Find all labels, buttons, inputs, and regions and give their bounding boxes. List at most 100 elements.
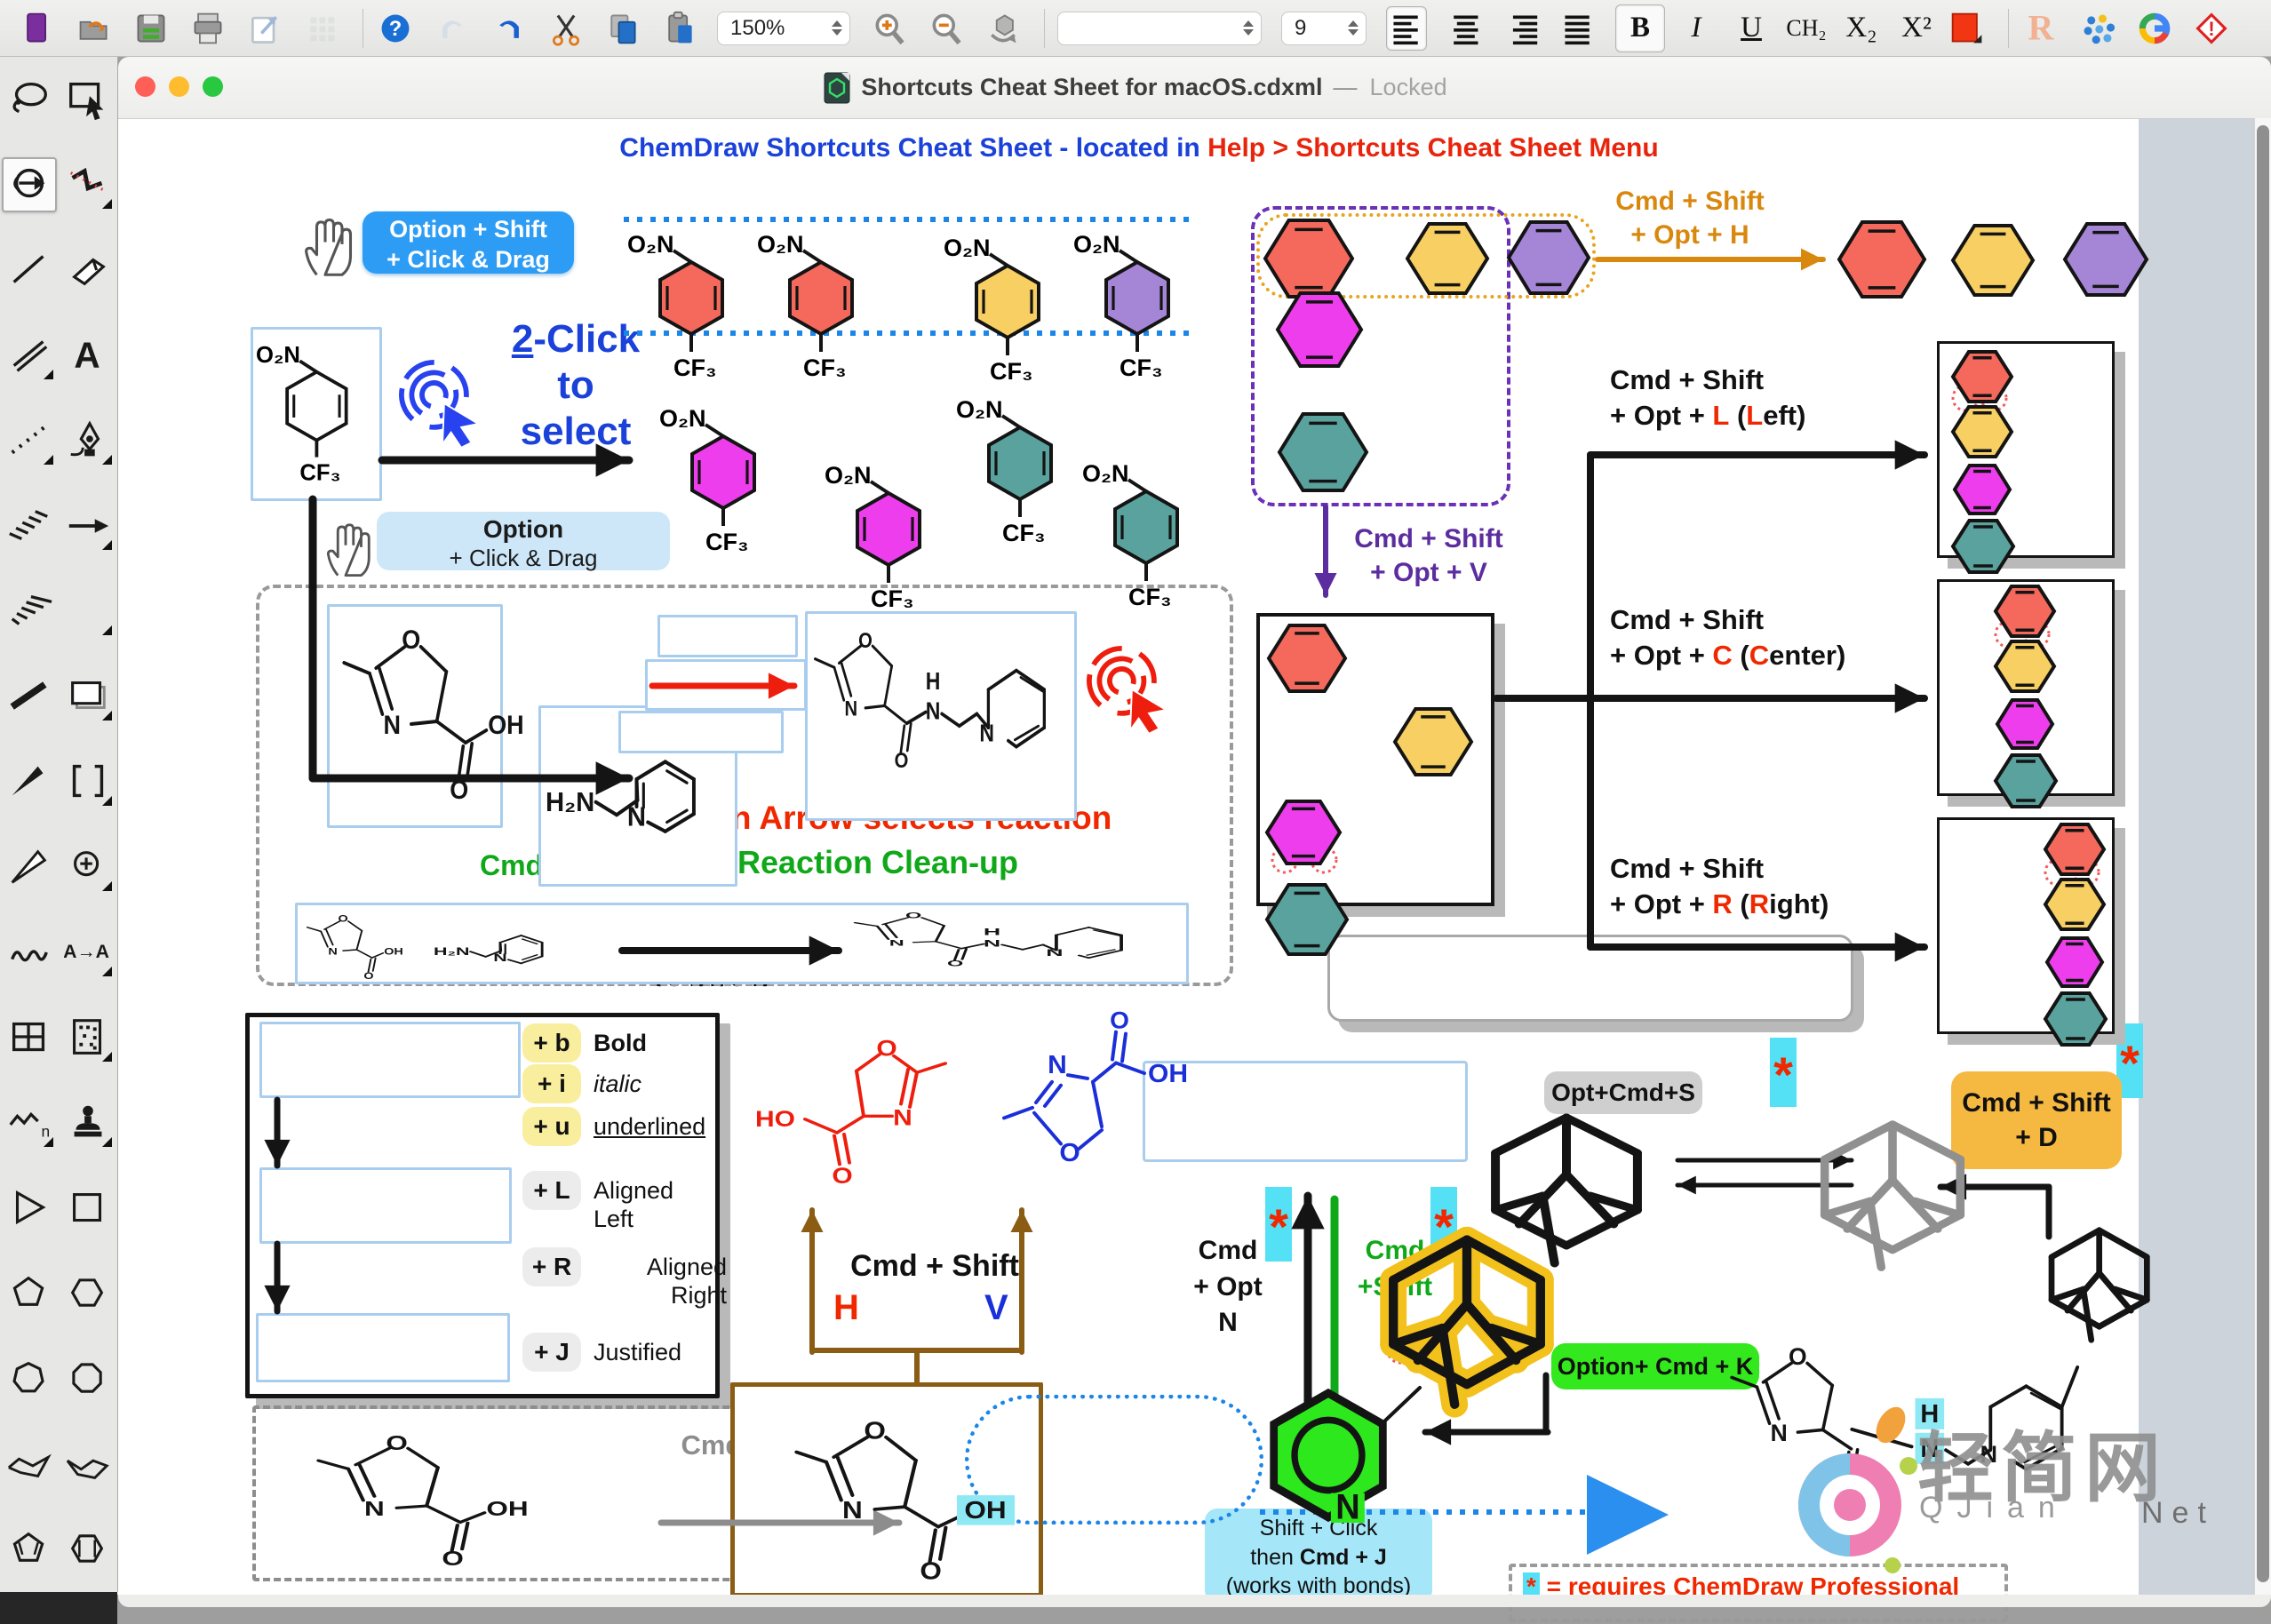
- tool-hexagon-icon[interactable]: [62, 1268, 114, 1319]
- tool-lasso-select-icon[interactable]: [2, 157, 57, 212]
- tool-stamp-icon[interactable]: [62, 1097, 114, 1149]
- molecule-pyrgreen[interactable]: N: [1270, 1388, 1387, 1527]
- cut-icon[interactable]: [546, 7, 586, 50]
- tool-orbital-icon[interactable]: [62, 585, 114, 637]
- undo-icon[interactable]: [433, 7, 472, 50]
- formula-button[interactable]: CH₂: [1786, 14, 1827, 41]
- benzene-hexagon[interactable]: [1837, 220, 1927, 299]
- frame-box[interactable]: [256, 1313, 510, 1382]
- frame-box[interactable]: [1251, 206, 1510, 506]
- zoom-in-icon[interactable]: [870, 7, 909, 50]
- frame-box[interactable]: [1256, 213, 1596, 299]
- align-right-icon[interactable]: [1502, 7, 1541, 50]
- tool-heptagon-icon[interactable]: [4, 1353, 55, 1405]
- new-document-icon[interactable]: [18, 7, 57, 50]
- tool-cyclopentadiene-icon[interactable]: [4, 1524, 55, 1575]
- tool-text-icon[interactable]: A: [62, 330, 114, 381]
- frame-box[interactable]: [251, 327, 382, 501]
- tool-bond-wedge-icon[interactable]: [4, 756, 55, 808]
- export-icon[interactable]: [245, 7, 284, 50]
- molecule-adam[interactable]: [1820, 1120, 1965, 1271]
- subscript-button[interactable]: X₂: [1845, 12, 1877, 44]
- molecule-adam[interactable]: [1491, 1113, 1642, 1268]
- tool-bond-single-icon[interactable]: [4, 244, 55, 296]
- tool-marquee-icon[interactable]: [62, 74, 114, 125]
- tool-bond-hollow-wedge-icon[interactable]: [4, 841, 55, 893]
- frame-box[interactable]: [1327, 935, 1853, 1022]
- tool-triangle-icon[interactable]: [4, 1182, 55, 1234]
- benzene-hexagon[interactable]: [2062, 222, 2149, 297]
- frame-box[interactable]: [327, 604, 503, 828]
- stepper-icon[interactable]: [832, 20, 842, 36]
- vertical-scrollbar[interactable]: [2254, 118, 2271, 1595]
- frame-box[interactable]: [1937, 579, 2115, 796]
- font-family-field[interactable]: [1057, 11, 1262, 45]
- tool-bond-double-icon[interactable]: [4, 330, 55, 381]
- tool-square-icon[interactable]: [62, 1182, 114, 1234]
- minimize-button[interactable]: [169, 76, 189, 97]
- frame-box[interactable]: [965, 1395, 1263, 1524]
- stepper-icon[interactable]: [1243, 20, 1254, 36]
- tool-bond-squiggle-icon[interactable]: [4, 927, 55, 978]
- tool-atom-replace-icon[interactable]: A→A: [62, 927, 114, 978]
- tool-chair-left-icon[interactable]: [4, 1438, 55, 1490]
- benzene-hexagon[interactable]: [1950, 224, 2036, 297]
- frame-box[interactable]: [259, 1167, 512, 1244]
- tool-octagon-icon[interactable]: [62, 1353, 114, 1405]
- frame-box[interactable]: [618, 711, 784, 753]
- option-shift-drag-label[interactable]: Option + Shift+ Click & Drag: [363, 211, 574, 274]
- zoom-out-icon[interactable]: [927, 7, 966, 50]
- option-drag-label[interactable]: Option+ Click & Drag: [377, 512, 670, 571]
- tool-bracket-icon[interactable]: [62, 756, 114, 808]
- tool-bond-dashed-icon[interactable]: [4, 415, 55, 466]
- frame-box[interactable]: [805, 611, 1077, 821]
- tool-rectangle-icon[interactable]: [62, 671, 114, 722]
- rotate-3d-icon[interactable]: [984, 7, 1023, 50]
- bold-button[interactable]: B: [1615, 4, 1665, 52]
- tool-eraser-icon[interactable]: [62, 244, 114, 296]
- close-button[interactable]: [135, 76, 155, 97]
- align-center-icon[interactable]: [1445, 7, 1484, 50]
- frame-box[interactable]: [245, 1013, 720, 1398]
- superscript-button[interactable]: X²: [1901, 12, 1932, 44]
- warning-icon[interactable]: !: [2192, 7, 2231, 50]
- tool-charge-plus-icon[interactable]: [62, 841, 114, 893]
- frame-box[interactable]: [1509, 1564, 2008, 1622]
- tool-bond-cleave-icon[interactable]: [62, 159, 114, 211]
- copy-icon[interactable]: [603, 7, 642, 50]
- align-left-icon[interactable]: [1386, 5, 1427, 51]
- zoom-window-button[interactable]: [203, 76, 223, 97]
- tool-template-icon[interactable]: [62, 1012, 114, 1063]
- grid-disabled-icon[interactable]: [302, 7, 341, 50]
- frame-box[interactable]: [295, 903, 1189, 984]
- paste-icon[interactable]: [660, 7, 699, 50]
- tool-bond-hash-wedge-icon[interactable]: [4, 585, 55, 637]
- open-folder-icon[interactable]: [75, 7, 114, 50]
- tool-arrow-icon[interactable]: [62, 500, 114, 552]
- help-icon[interactable]: ?: [376, 7, 415, 50]
- italic-button[interactable]: I: [1691, 12, 1701, 44]
- color-dots-icon[interactable]: [2078, 7, 2117, 50]
- zoom-level-field[interactable]: 150%: [717, 11, 850, 45]
- frame-box[interactable]: [1143, 1061, 1468, 1162]
- tool-bond-bold-icon[interactable]: [4, 671, 55, 722]
- tool-pen-icon[interactable]: [62, 415, 114, 466]
- save-icon[interactable]: [131, 7, 171, 50]
- frame-box[interactable]: [1937, 817, 2115, 1034]
- google-icon[interactable]: [2135, 7, 2174, 50]
- frame-box[interactable]: [1937, 341, 2115, 558]
- scrollbar-thumb[interactable]: [2257, 125, 2269, 1582]
- print-icon[interactable]: [188, 7, 227, 50]
- tool-benzene-icon[interactable]: [62, 1524, 114, 1575]
- frame-box[interactable]: [1256, 613, 1494, 906]
- align-justify-icon[interactable]: [1558, 7, 1598, 50]
- frame-box[interactable]: [645, 659, 807, 711]
- tool-chair-right-icon[interactable]: [62, 1438, 114, 1490]
- frame-box[interactable]: [259, 1022, 521, 1098]
- stepper-icon[interactable]: [1348, 20, 1359, 36]
- color-swatch-icon[interactable]: [1948, 7, 1987, 50]
